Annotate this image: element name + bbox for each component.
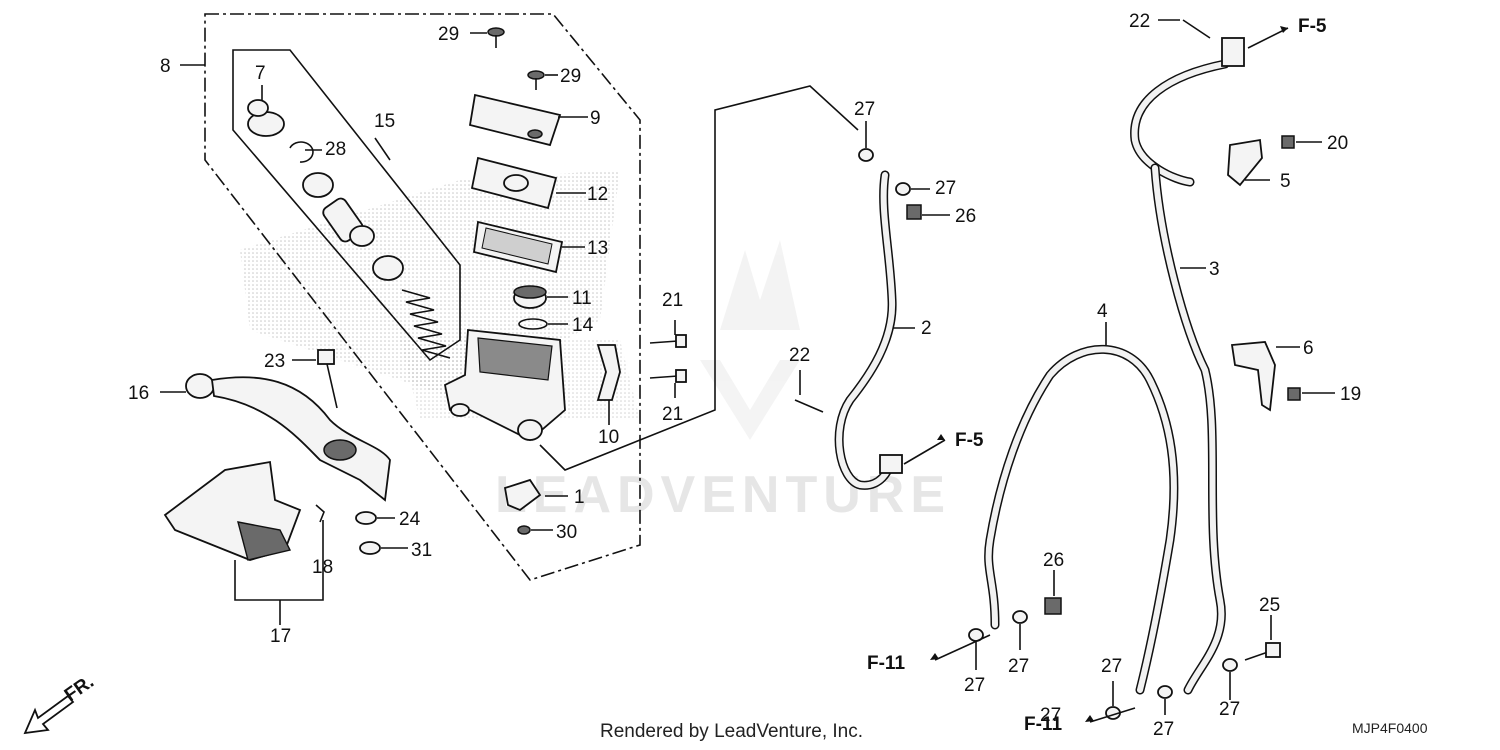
callout-31: 31 xyxy=(411,540,432,561)
render-credit: Rendered by LeadVenture, Inc. xyxy=(600,721,863,742)
diaphragm-part-13 xyxy=(473,220,585,274)
bolt-part-26b xyxy=(1044,570,1062,615)
bolt-part-22b xyxy=(1158,19,1211,39)
front-direction-arrow xyxy=(23,694,75,735)
bolt-part-20 xyxy=(1281,135,1322,149)
callout-8: 8 xyxy=(160,56,171,77)
callout-13: 13 xyxy=(587,238,608,259)
callout-21a: 21 xyxy=(662,290,683,311)
callout-22b: 22 xyxy=(1129,11,1150,32)
callout-27b: 27 xyxy=(935,178,956,199)
brake-hose-part-2 xyxy=(834,170,946,490)
callout-25: 25 xyxy=(1259,595,1280,616)
plate-part-12 xyxy=(470,156,586,210)
washer-part-24 xyxy=(355,511,395,525)
bolt-part-19 xyxy=(1287,387,1335,401)
washer-part-27b xyxy=(895,182,930,196)
reservoir-cap-part-9 xyxy=(468,93,588,147)
callout-21b: 21 xyxy=(662,404,683,425)
callout-5: 5 xyxy=(1280,171,1291,192)
callout-27g: 27 xyxy=(1219,699,1240,720)
callout-26a: 26 xyxy=(955,206,976,227)
callout-24: 24 xyxy=(399,509,421,530)
bolt-part-21b xyxy=(649,369,687,398)
ref-label-f11-bottom: F-11 xyxy=(1024,714,1062,735)
switch-part-1 xyxy=(503,478,568,512)
holder-part-10 xyxy=(596,344,621,425)
brake-hose-part-3 xyxy=(1130,26,1289,695)
callout-29b: 29 xyxy=(560,66,581,87)
bolt-part-21a xyxy=(649,320,687,348)
callout-6: 6 xyxy=(1303,338,1314,359)
ref-arrow-f11-bottom xyxy=(1085,707,1136,723)
callout-10: 10 xyxy=(598,427,619,448)
bolt-part-22a xyxy=(794,370,824,413)
callout-26b: 26 xyxy=(1043,550,1064,571)
callout-27d: 27 xyxy=(1008,656,1029,677)
ring-part-14 xyxy=(518,318,568,330)
callout-7: 7 xyxy=(255,63,266,84)
callout-20: 20 xyxy=(1327,133,1348,154)
callout-17: 17 xyxy=(270,626,291,647)
callout-27a: 27 xyxy=(854,99,875,120)
callout-16: 16 xyxy=(128,383,149,404)
ref-label-f11-left: F-11 xyxy=(867,653,905,674)
nut-part-31 xyxy=(359,541,408,555)
bolt-part-25 xyxy=(1244,615,1281,661)
callout-27e: 27 xyxy=(1101,656,1122,677)
assembly-8-boundary xyxy=(204,13,641,581)
bracket-part-17 xyxy=(163,460,325,625)
washer-part-27g xyxy=(1222,658,1238,700)
circlip-part-28 xyxy=(289,141,322,163)
callout-27f: 27 xyxy=(1153,719,1174,740)
callout-22a: 22 xyxy=(789,345,810,366)
watermark-logo xyxy=(700,240,800,440)
callout-12: 12 xyxy=(587,184,608,205)
callout-2: 2 xyxy=(921,318,932,339)
callout-1: 1 xyxy=(574,487,585,508)
callout-30: 30 xyxy=(556,522,577,543)
clamp-part-5 xyxy=(1227,138,1270,187)
leader-15 xyxy=(374,137,391,161)
callout-18: 18 xyxy=(312,557,333,578)
washer-part-27f xyxy=(1157,685,1173,715)
screw-part-30 xyxy=(517,525,553,535)
callout-23: 23 xyxy=(264,351,285,372)
callout-9: 9 xyxy=(590,108,601,129)
boot-part-7 xyxy=(247,85,285,137)
washer-part-27c xyxy=(968,628,984,670)
master-cylinder-body xyxy=(443,85,859,471)
diagram-code: MJP4F0400 xyxy=(1352,720,1428,736)
callout-15: 15 xyxy=(374,111,395,132)
callout-11: 11 xyxy=(572,288,592,309)
ref-label-f5-top: F-5 xyxy=(1298,16,1327,37)
callout-28: 28 xyxy=(325,139,346,160)
callout-19: 19 xyxy=(1340,384,1361,405)
piston-set xyxy=(302,172,404,281)
watermark-text: LEADVENTURE xyxy=(495,466,951,524)
lever-part-16 xyxy=(160,373,391,502)
brake-hose-part-4 xyxy=(984,322,1179,695)
screw-part-29b xyxy=(527,70,558,90)
ref-label-f5-mid: F-5 xyxy=(955,430,984,451)
callout-14: 14 xyxy=(572,315,594,336)
callout-29a: 29 xyxy=(438,24,459,45)
bolt-part-26a xyxy=(906,204,950,220)
float-part-11 xyxy=(513,285,568,309)
assembly-15-boundary xyxy=(232,49,461,362)
spring-part xyxy=(401,289,451,359)
screw-part-29a xyxy=(470,27,505,48)
washer-part-27a xyxy=(858,121,874,162)
callout-27h: 27 xyxy=(1040,705,1061,726)
callout-4: 4 xyxy=(1097,301,1108,322)
pivot-bolt-part-23 xyxy=(292,349,338,409)
washer-part-27d xyxy=(1012,610,1028,650)
clamp-part-6 xyxy=(1230,341,1300,412)
ref-arrow-f11-left xyxy=(930,634,991,661)
callout-3: 3 xyxy=(1209,259,1220,280)
callout-27c: 27 xyxy=(964,675,985,696)
